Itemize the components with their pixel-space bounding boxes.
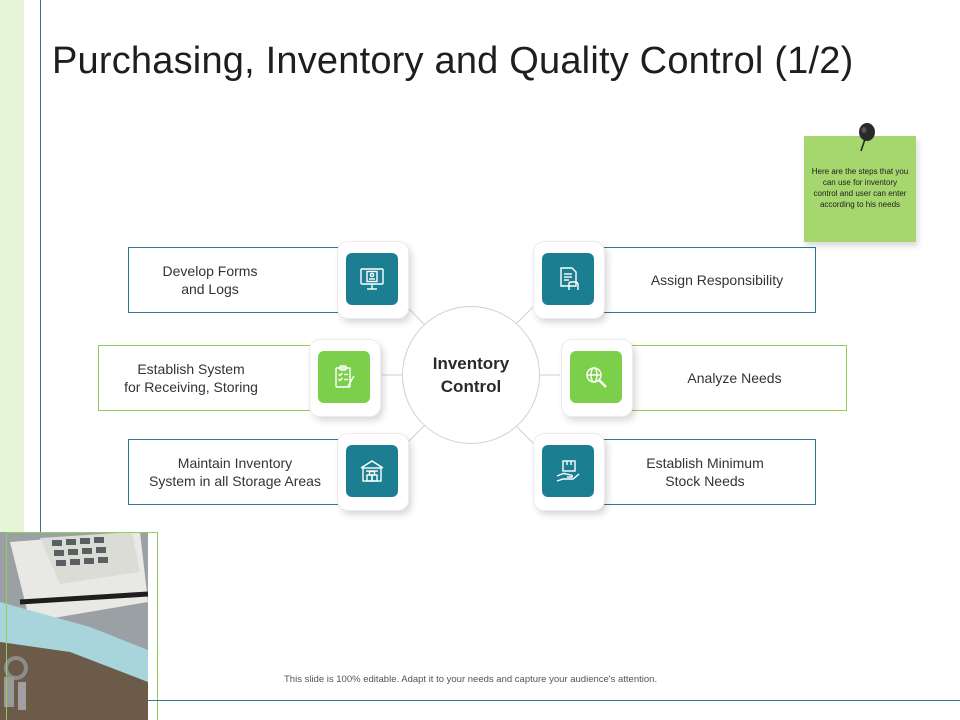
magnifier-globe-icon xyxy=(570,351,622,403)
left-divider-line xyxy=(40,0,41,532)
step-establish-system-label: Establish System for Receiving, Storing xyxy=(124,361,258,395)
warehouse-icon xyxy=(346,445,398,497)
hub-label: Inventory Control xyxy=(432,354,510,396)
sticky-note-text: Here are the steps that you can use for … xyxy=(811,167,909,209)
step-analyze-needs-label: Analyze Needs xyxy=(687,370,782,386)
hub-circle: Inventory Control xyxy=(402,306,540,444)
tile-analyze-needs xyxy=(562,340,632,416)
page-title: Purchasing, Inventory and Quality Contro… xyxy=(52,40,854,82)
document-hand-icon xyxy=(542,253,594,305)
step-develop-forms: Develop Forms and Logs xyxy=(128,247,352,313)
step-develop-forms-label: Develop Forms and Logs xyxy=(162,263,258,297)
bottom-divider-line xyxy=(148,700,960,701)
tile-develop-forms xyxy=(338,242,408,318)
step-assign-responsibility: Assign Responsibility xyxy=(588,247,816,313)
tile-establish-minimum xyxy=(534,434,604,510)
tile-assign-responsibility xyxy=(534,242,604,318)
step-maintain-inventory-label: Maintain Inventory System in all Storage… xyxy=(149,455,321,489)
box-hand-icon xyxy=(542,445,594,497)
clipboard-checklist-icon xyxy=(318,351,370,403)
step-assign-responsibility-label: Assign Responsibility xyxy=(650,272,784,288)
step-establish-minimum: Establish Minimum Stock Needs xyxy=(588,439,816,505)
monitor-form-icon xyxy=(346,253,398,305)
tile-establish-system xyxy=(310,340,380,416)
step-establish-minimum-label: Establish Minimum Stock Needs xyxy=(646,455,764,489)
step-analyze-needs: Analyze Needs xyxy=(616,345,847,411)
footer-note: This slide is 100% editable. Adapt it to… xyxy=(284,674,658,685)
sticky-note: Here are the steps that you can use for … xyxy=(804,136,916,242)
pushpin-icon xyxy=(859,123,875,152)
step-maintain-inventory: Maintain Inventory System in all Storage… xyxy=(128,439,352,505)
step-establish-system: Establish System for Receiving, Storing xyxy=(98,345,330,411)
tile-maintain-inventory xyxy=(338,434,408,510)
desk-photo xyxy=(0,532,148,720)
